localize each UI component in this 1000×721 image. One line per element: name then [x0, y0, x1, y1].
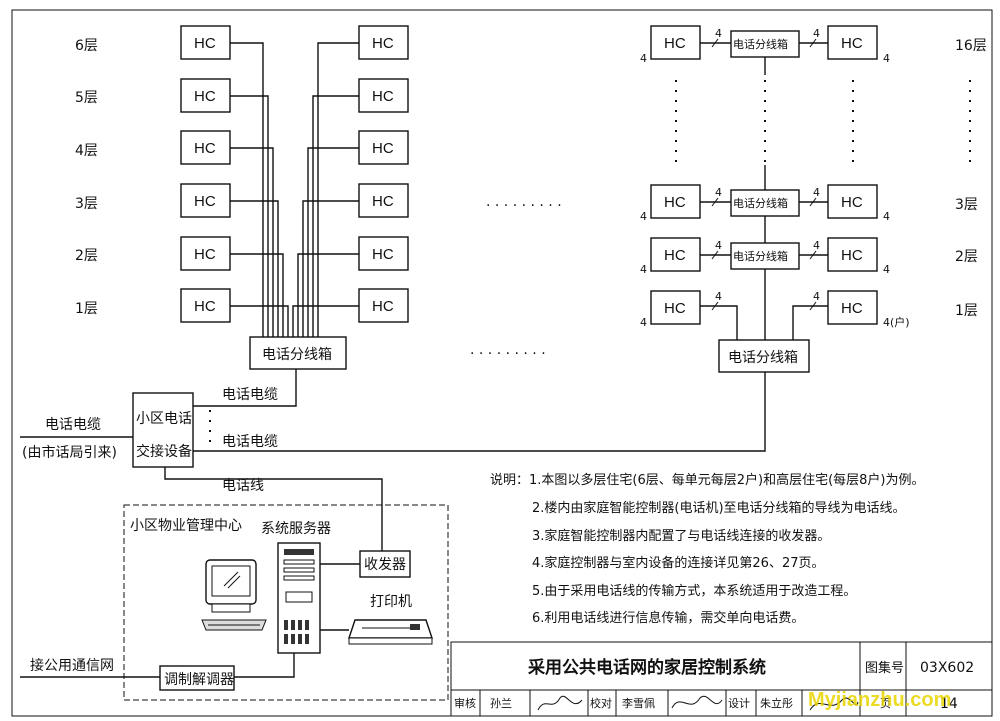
review-label: 审核	[454, 696, 476, 710]
hc-box: HC	[841, 35, 863, 52]
phone-line-label: 电话线	[222, 478, 264, 494]
floor-label-2: 2层	[75, 248, 98, 264]
floor-box-2: 电话分线箱	[733, 249, 788, 263]
note-1: 说明：1.本图以多层住宅(6层、每单元每层2户)和高层住宅(每层8户)为例。	[490, 472, 925, 488]
multi-storey-building: 6层 5层 4层 3层 2层 1层 HC HC HC HC HC HC HC H…	[75, 25, 409, 370]
transceiver-label: 收发器	[364, 557, 406, 573]
floor-label-3r: 3层	[955, 197, 978, 213]
hc-box: HC	[841, 300, 863, 317]
drawing-title: 采用公共电话网的家居控制系统	[527, 657, 766, 678]
floor-box-3: 电话分线箱	[733, 196, 788, 210]
ellipsis-lower: · · · · · · · · ·	[470, 346, 546, 362]
hc-box: HC	[194, 35, 216, 52]
design-label: 设计	[728, 697, 750, 710]
floor-label-2r: 2层	[955, 249, 978, 265]
hc-box: HC	[194, 246, 216, 263]
hc-right-column: HC HC HC HC HC HC	[358, 25, 409, 323]
hc-box: HC	[194, 88, 216, 105]
floor-label-5: 5层	[75, 90, 98, 106]
atlas-number: 03X602	[920, 660, 974, 676]
note-6: 6.利用电话线进行信息传输，需交单向电话费。	[532, 610, 804, 626]
hc-box: HC	[194, 140, 216, 157]
check-label: 校对	[590, 696, 612, 710]
high-rise-building: 16层 3层 2层 1层 HC HC 电话分线箱 4 4 4 4 HC HC 电…	[640, 25, 987, 373]
wire-count: 4	[640, 210, 647, 223]
floor-label-6: 6层	[75, 38, 98, 54]
floor-label-1r: 1层	[955, 303, 978, 319]
hc-box: HC	[372, 246, 394, 263]
printer-icon	[348, 619, 433, 645]
left-wires	[230, 42, 359, 337]
hc-box: HC	[664, 247, 686, 264]
reviewer-signature	[537, 695, 583, 711]
modem-label: 调制解调器	[164, 672, 234, 688]
hc-box: HC	[194, 298, 216, 315]
watermark: Myjianzhu.com	[808, 689, 951, 711]
wire-count: 4	[883, 210, 890, 223]
wire-count: 4	[715, 239, 722, 252]
checker-signature	[671, 695, 723, 709]
hc-left-column: HC HC HC HC HC HC	[180, 25, 231, 323]
household-count: 4(户)	[883, 315, 910, 329]
hc-box: HC	[372, 140, 394, 157]
public-network-label: 接公用通信网	[30, 657, 114, 674]
monitor-icon	[201, 559, 267, 631]
distribution-box-right: 电话分线箱	[728, 350, 798, 366]
wire-count: 4	[640, 263, 647, 276]
wire-count: 4	[883, 52, 890, 65]
external-cable-label: 电话电缆	[45, 417, 101, 433]
exchange-label-1: 小区电话	[136, 411, 192, 427]
wire-count: 4	[715, 290, 722, 303]
title-block: 采用公共电话网的家居控制系统 图集号 03X602 审核 孙兰 校对 李雪佩 设…	[450, 641, 993, 717]
hc-box: HC	[194, 193, 216, 210]
note-5: 5.由于采用电话线的传输方式，本系统适用于改造工程。	[532, 583, 856, 599]
printer-label: 打印机	[370, 593, 412, 610]
hc-box: HC	[372, 193, 394, 210]
wire-count: 4	[715, 27, 722, 40]
floor-box-16: 电话分线箱	[733, 37, 788, 51]
atlas-label: 图集号	[865, 660, 904, 676]
page-number: 14	[940, 696, 958, 712]
wire-count: 4	[640, 52, 647, 65]
note-4: 4.家庭控制器与室内设备的连接详见第26、27页。	[532, 555, 825, 571]
reviewer-name: 孙兰	[490, 697, 512, 710]
hc-box: HC	[372, 35, 394, 52]
note-2: 2.楼内由家庭智能控制器(电话机)至电话分线箱的导线为电话线。	[532, 500, 906, 516]
hc-box: HC	[664, 35, 686, 52]
mgmt-center-label: 小区物业管理中心	[130, 518, 242, 534]
designer-signature	[809, 697, 859, 711]
server-icon	[277, 542, 321, 654]
hc-box: HC	[841, 194, 863, 211]
hc-box: HC	[664, 300, 686, 317]
cable-label-1: 电话电缆	[222, 387, 278, 403]
drawing-frame	[11, 9, 993, 717]
ellipsis-upper: · · · · · · · · ·	[486, 198, 562, 214]
floor-label-1: 1层	[75, 301, 98, 317]
floor-label-3: 3层	[75, 196, 98, 212]
exchange-label-2: 交接设备	[136, 443, 192, 460]
cable-label-2: 电话电缆	[222, 434, 278, 450]
wire-count: 4	[640, 316, 647, 329]
page-label: 页	[880, 697, 891, 710]
designer-name: 朱立彤	[760, 696, 793, 710]
wire-count: 4	[813, 27, 820, 40]
floor-label-4: 4层	[75, 143, 98, 159]
wire-count: 4	[813, 239, 820, 252]
hc-box: HC	[664, 194, 686, 211]
wire-count: 4	[883, 263, 890, 276]
floor-label-16: 16层	[955, 38, 987, 54]
checker-name: 李雪佩	[622, 696, 655, 710]
distribution-box-left: 电话分线箱	[262, 347, 332, 363]
wire-count: 4	[813, 290, 820, 303]
external-source-label: (由市话局引来)	[22, 444, 117, 461]
note-3: 3.家庭智能控制器内配置了与电话线连接的收发器。	[532, 528, 830, 544]
wire-count: 4	[715, 186, 722, 199]
server-label: 系统服务器	[261, 521, 331, 537]
hc-box: HC	[841, 247, 863, 264]
hc-box: HC	[372, 88, 394, 105]
hc-box: HC	[372, 298, 394, 315]
notes: 说明：1.本图以多层住宅(6层、每单元每层2户)和高层住宅(每层8户)为例。 2…	[490, 472, 925, 626]
wire-count: 4	[813, 186, 820, 199]
